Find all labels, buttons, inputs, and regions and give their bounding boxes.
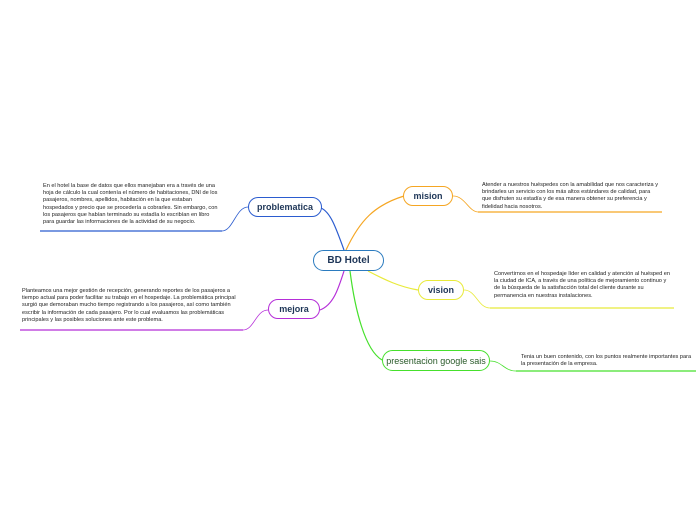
- link-problematica: [320, 207, 345, 251]
- topic-problematica-label: problematica: [256, 202, 314, 212]
- topic-presentacion-google-sais[interactable]: presentacion google sais: [382, 350, 490, 371]
- topic-problematica[interactable]: problematica: [248, 197, 322, 217]
- link-mejora-note: [242, 309, 269, 331]
- link-presentacion: [349, 270, 383, 361]
- link-vision: [367, 270, 419, 291]
- link-problematica-note: [221, 206, 249, 232]
- topic-vision-label: vision: [427, 285, 454, 295]
- note-problematica: En el hotel la base de datos que ellos m…: [43, 183, 218, 226]
- note-mejora: Planteamos una mejor gestión de recepció…: [22, 288, 236, 323]
- topic-mision-label: mision: [413, 191, 443, 201]
- link-mision-note: [452, 195, 479, 213]
- topic-vision[interactable]: vision: [418, 280, 464, 300]
- note-vision: Convertirnos en el hospedaje líder en ca…: [494, 271, 671, 299]
- topic-mision[interactable]: mision: [403, 186, 453, 206]
- note-mision: Atender a nuestros huéspedes con la amab…: [482, 182, 659, 210]
- link-presentacion-note: [489, 360, 517, 372]
- central-topic-label: BD Hotel: [327, 255, 370, 266]
- central-topic-bd-hotel[interactable]: BD Hotel: [313, 250, 384, 271]
- link-mision: [345, 195, 405, 251]
- link-vision-note: [463, 289, 491, 309]
- note-presentacion: Tenia un buen contenido, con los puntos …: [521, 354, 692, 368]
- topic-presentacion-label: presentacion google sais: [386, 355, 486, 366]
- link-mejora: [319, 270, 345, 311]
- topic-mejora-label: mejora: [279, 304, 309, 314]
- topic-mejora[interactable]: mejora: [268, 299, 320, 319]
